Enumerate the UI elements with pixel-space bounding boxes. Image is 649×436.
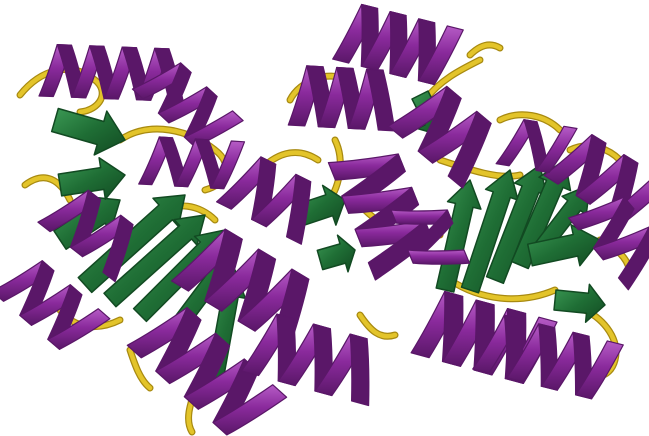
alpha-helix bbox=[327, 153, 433, 281]
helix-turn bbox=[47, 308, 111, 350]
alpha-helix bbox=[37, 189, 134, 283]
alpha-helix bbox=[495, 119, 578, 174]
beta-strand-arrow bbox=[532, 184, 591, 256]
beta-strand-arrow bbox=[103, 214, 206, 308]
loop-coil bbox=[467, 42, 503, 58]
beta-strand-arrow bbox=[50, 107, 126, 156]
helix-turn bbox=[417, 25, 464, 86]
beta-strand-arrow bbox=[316, 234, 356, 273]
helix-turn bbox=[286, 173, 312, 245]
loop-coil bbox=[497, 112, 563, 133]
alpha-helix bbox=[472, 314, 624, 400]
loop-coil bbox=[127, 347, 153, 391]
alpha-helix bbox=[138, 136, 246, 190]
helix-turn bbox=[102, 214, 134, 283]
helix-turn bbox=[212, 384, 288, 436]
alpha-helix bbox=[390, 209, 471, 265]
alpha-helix bbox=[241, 313, 370, 407]
alpha-helix bbox=[38, 44, 184, 103]
helix-turn bbox=[535, 125, 578, 174]
helix-turn bbox=[617, 226, 649, 291]
alpha-helix bbox=[0, 260, 111, 350]
alpha-helix bbox=[131, 62, 244, 148]
helix-turn bbox=[210, 140, 246, 190]
beta-strand-arrow bbox=[485, 164, 548, 285]
helix-turn bbox=[592, 226, 649, 261]
beta-strand-arrow bbox=[460, 169, 519, 294]
alpha-helix bbox=[126, 307, 288, 436]
helices-layer bbox=[0, 3, 649, 436]
loop-coil bbox=[447, 277, 558, 301]
beta-strand-arrow bbox=[57, 157, 126, 200]
alpha-helix bbox=[567, 196, 649, 291]
alpha-helix bbox=[287, 65, 396, 132]
beta-strand-arrow bbox=[526, 224, 601, 267]
helix-turn bbox=[349, 333, 370, 407]
loop-coil bbox=[437, 157, 523, 179]
alpha-helix bbox=[387, 85, 492, 189]
loop-coil bbox=[357, 312, 398, 339]
helix-turn bbox=[575, 340, 624, 400]
beta-strand-arrow bbox=[553, 283, 606, 323]
alpha-helix bbox=[332, 3, 464, 86]
loop-coil bbox=[17, 67, 105, 115]
alpha-helix bbox=[216, 156, 312, 245]
alpha-helix bbox=[170, 228, 310, 352]
helix-turn bbox=[407, 249, 471, 265]
helix-turn bbox=[447, 110, 492, 189]
